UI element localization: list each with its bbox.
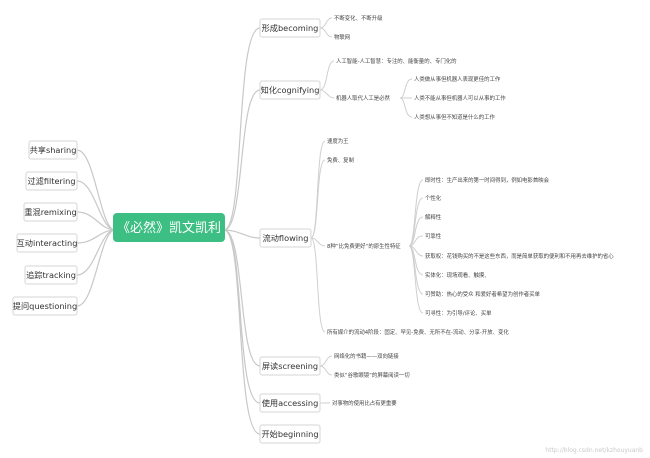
leaf-becoming-1: 不断变化、不断升级 (334, 14, 383, 22)
leaf-becoming-2: 物联网 (334, 33, 350, 41)
leaf-cognifying-2: 机器人取代人工是必然 (336, 94, 391, 102)
branch-screening-label: 屏读screening (262, 361, 318, 371)
leaf-flowing-sub-4: 可靠性 (425, 232, 442, 240)
leaf-flowing-3: 8种”比免费更好“的原生性特征 (327, 242, 401, 250)
leaf-flowing-2: 免费、复制 (327, 156, 354, 164)
branch-screening[interactable]: 屏读screening (259, 356, 321, 376)
leaf-flowing-sub-7: 可赞助：热心的受众 和爱好者希望为创作者买单 (425, 290, 541, 298)
branch-flowing-label: 流动flowing (263, 233, 309, 243)
branch-sharing-label: 共享sharing (30, 145, 77, 155)
branch-interacting-label: 互动interacting (17, 238, 78, 248)
leaf-accessing-1: 对事物的使用比占有更重要 (332, 399, 397, 407)
branch-accessing[interactable]: 使用accessing (259, 393, 321, 413)
leaf-flowing-4: 所有媒介的流动4阶段：固定、罕见-免费、无所不在-流动、分享-开放、变化 (327, 328, 509, 336)
branch-interacting[interactable]: 互动interacting (16, 233, 78, 253)
branch-sharing[interactable]: 共享sharing (28, 140, 78, 160)
leaf-cognifying-sub-3: 人类想从事但不知道是什么的工作 (414, 113, 495, 121)
connector-lines (76, 17, 424, 435)
branch-cognifying[interactable]: 知化cognifying (259, 80, 321, 100)
leaf-flowing-1: 速度为王 (327, 137, 349, 145)
branch-beginning-label: 开始beginning (261, 429, 318, 439)
branch-remixing-label: 重混remixing (24, 207, 76, 217)
branch-questioning[interactable]: 提问questioning (12, 296, 78, 316)
branch-becoming[interactable]: 形成becoming (259, 18, 321, 38)
leaf-cognifying-sub-2: 人类不能从事但机器人可以从事的工作 (414, 94, 506, 102)
branch-beginning[interactable]: 开始beginning (259, 424, 321, 444)
central-topic[interactable]: 《必然》凯文凯利 (113, 213, 225, 242)
leaf-cognifying-1: 人工智能-人工智慧：专注的、能衡量的、专门化的 (336, 57, 457, 65)
branch-becoming-label: 形成becoming (262, 23, 319, 33)
branch-filtering-label: 过滤filtering (27, 176, 75, 186)
branch-cognifying-label: 知化cognifying (261, 85, 320, 95)
leaf-flowing-sub-2: 个性化 (425, 194, 442, 202)
leaf-screening-1: 网络化的书籍——双向链接 (334, 352, 399, 360)
branch-remixing[interactable]: 重混remixing (23, 202, 78, 222)
leaf-flowing-sub-5: 获取权：花钱购买的不是这些东西，而是简单获取的便利和不用再去维护的省心 (425, 252, 614, 260)
branch-accessing-label: 使用accessing (262, 398, 319, 408)
leaf-flowing-sub-1: 即时性：生产出来的第一时间得到，例如电影首映会 (425, 176, 550, 184)
watermark-text: http://blog.csdn.net/kzhouyuanb (545, 447, 643, 454)
branch-tracking-label: 追踪tracking (26, 270, 76, 280)
leaf-cognifying-sub-1: 人类做从事但机器人表现更佳的工作 (414, 75, 501, 83)
branch-questioning-label: 提问questioning (13, 301, 77, 311)
branch-flowing[interactable]: 流动flowing (259, 228, 312, 248)
leaf-flowing-sub-3: 解释性 (425, 213, 442, 221)
leaf-screening-2: 类似“谷歌眼镜”的屏幕阅读一切 (334, 371, 410, 379)
central-topic-label: 《必然》凯文凯利 (117, 220, 221, 236)
branch-tracking[interactable]: 追踪tracking (24, 265, 78, 285)
branch-filtering[interactable]: 过滤filtering (25, 171, 78, 191)
leaf-flowing-sub-8: 可寻性：为引导/评论、买单 (425, 309, 492, 317)
leaf-flowing-sub-6: 实体化：现场观看、触摸、 (425, 271, 490, 279)
